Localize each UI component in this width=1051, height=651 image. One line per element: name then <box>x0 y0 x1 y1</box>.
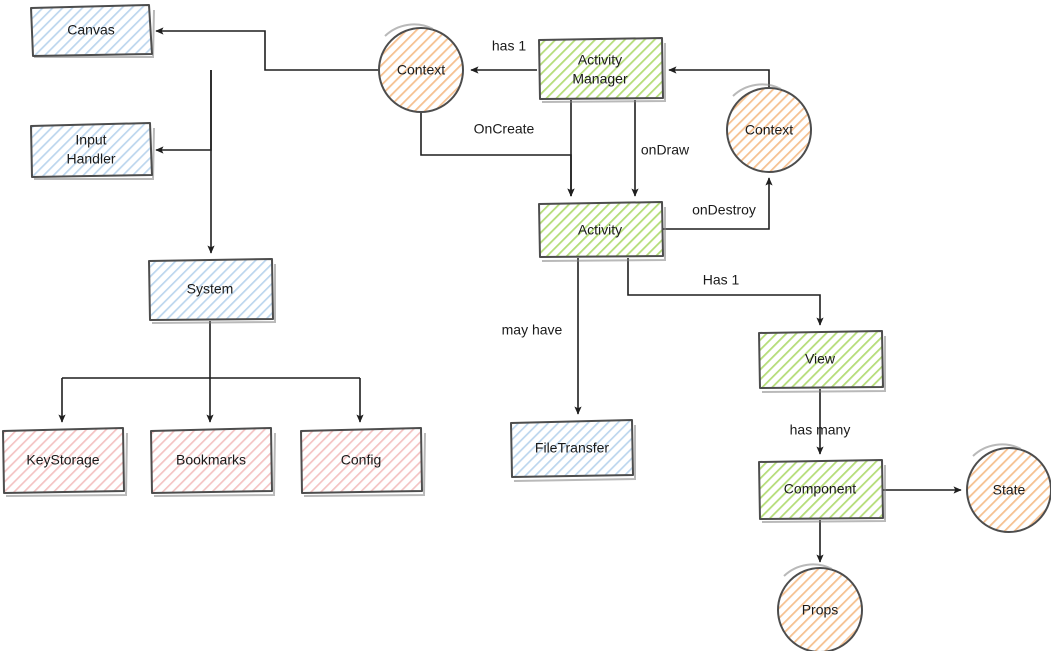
node-bookmarks[interactable]: Bookmarks <box>150 427 276 497</box>
edge-label-has-1: has 1 <box>492 38 526 54</box>
edge-activity-to-view[interactable]: Has 1 <box>627 258 824 326</box>
node-props[interactable]: Props <box>777 563 863 651</box>
node-component[interactable]: Component <box>758 459 886 523</box>
node-filetransfer[interactable]: FileTransfer <box>510 419 636 482</box>
edge-activitymanager-to-activity[interactable]: onDraw <box>567 100 690 197</box>
node-config[interactable]: Config <box>300 427 426 497</box>
edge-system-bus <box>62 321 360 379</box>
node-context-left[interactable]: Context <box>378 23 464 113</box>
edge-label-oncreate: OnCreate <box>474 121 535 137</box>
nodes-layer: Canvas Input Handler System KeyStorage <box>2 4 1051 651</box>
edge-view-to-component[interactable]: has many <box>790 389 851 455</box>
edge-label-may-have: may have <box>502 322 563 338</box>
node-activity-manager[interactable]: Activity Manager <box>538 37 666 103</box>
node-keystorage[interactable]: KeyStorage <box>2 427 128 497</box>
edge-activity-to-contextright[interactable]: onDestroy <box>662 177 773 230</box>
edge-contextright-to-activitymanager[interactable] <box>668 66 770 88</box>
node-state[interactable]: State <box>966 443 1051 533</box>
edge-contextleft-to-inputhandler[interactable] <box>155 70 212 154</box>
node-activity[interactable]: Activity <box>538 201 666 262</box>
node-view[interactable]: View <box>758 330 886 393</box>
edge-activity-to-filetransfer[interactable]: may have <box>502 258 582 415</box>
edge-label-ondraw: onDraw <box>641 142 690 158</box>
edge-activitymanager-to-contextleft[interactable]: has 1 <box>470 38 537 74</box>
node-context-right[interactable]: Context <box>726 83 812 173</box>
edge-label-ondestroy: onDestroy <box>692 202 756 218</box>
edge-contextleft-to-activity[interactable]: OnCreate <box>420 112 575 197</box>
node-system[interactable]: System <box>148 258 276 324</box>
node-input-handler[interactable]: Input Handler <box>30 122 155 180</box>
edge-label-has-1-view: Has 1 <box>703 272 740 288</box>
edge-contextleft-to-canvas[interactable] <box>155 27 379 71</box>
node-canvas[interactable]: Canvas <box>30 4 155 58</box>
